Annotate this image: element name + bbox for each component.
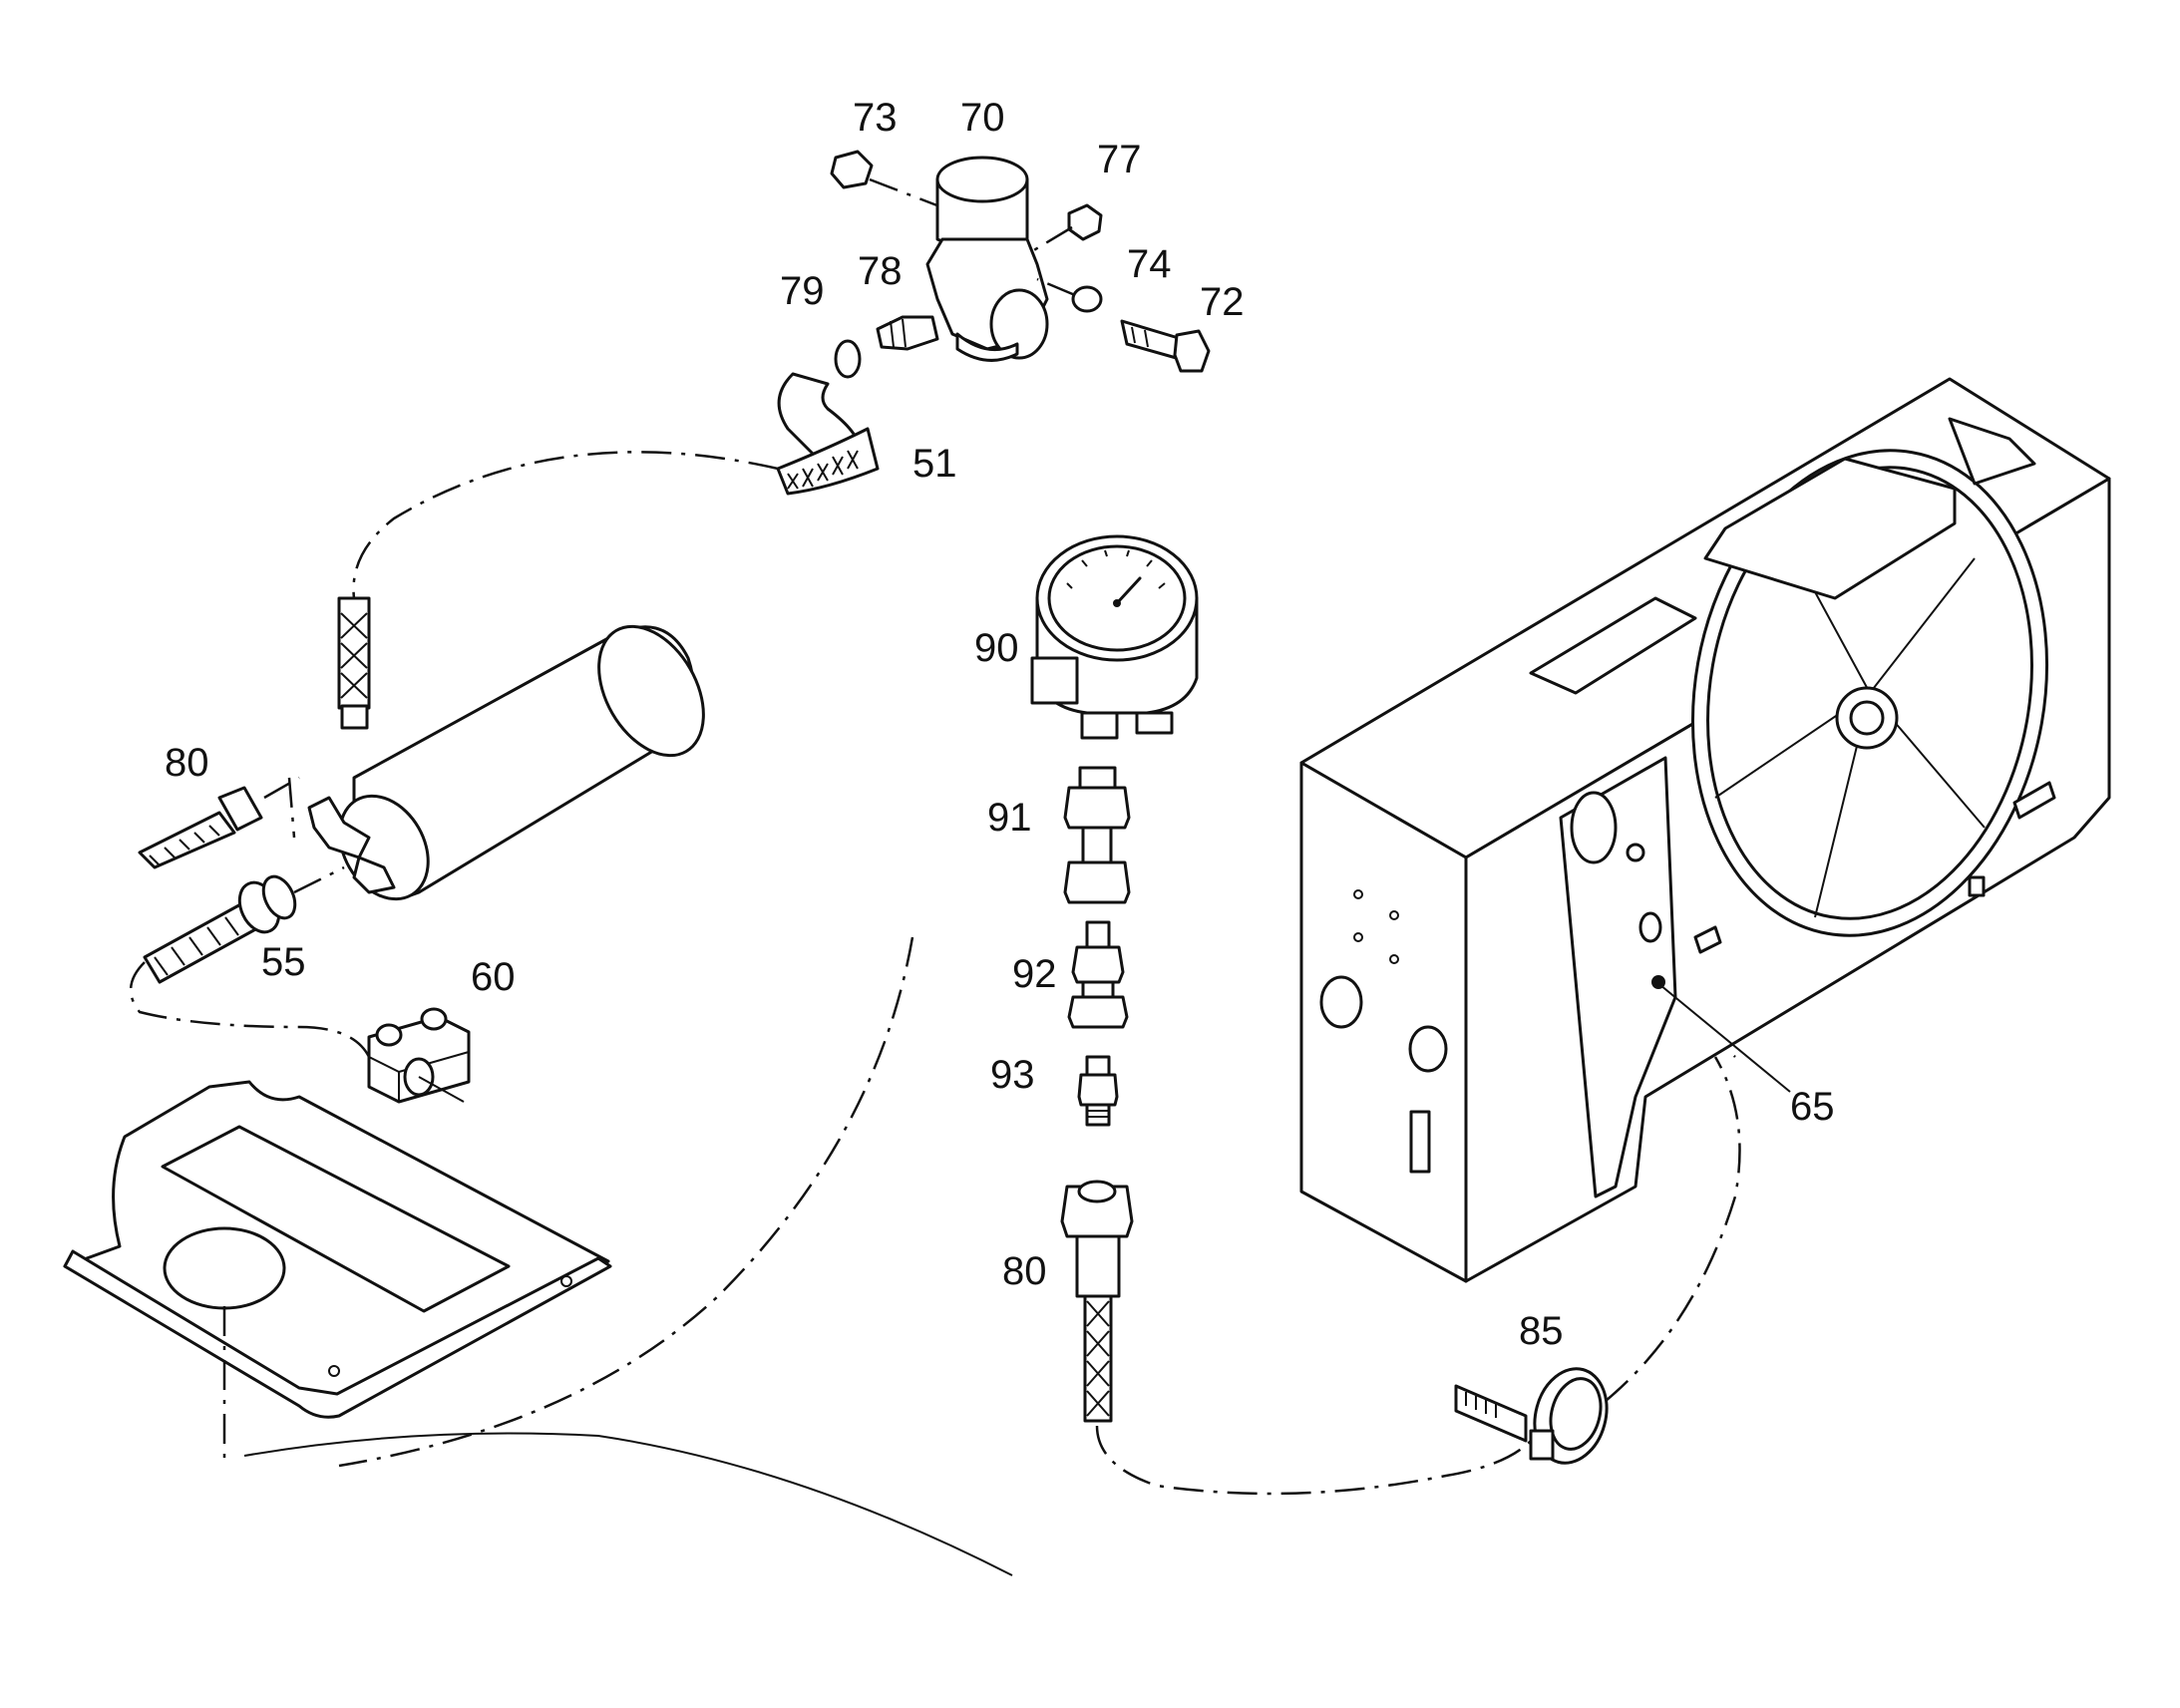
sensor-85 <box>1454 1367 1609 1465</box>
callout-80-left: 80 <box>165 741 209 785</box>
callout-80-center: 80 <box>1002 1249 1047 1293</box>
callout-92: 92 <box>1012 952 1057 996</box>
hose-51 <box>776 372 880 496</box>
fitting-93 <box>1077 1055 1119 1127</box>
hose-80-center <box>1060 1180 1134 1423</box>
callout-65: 65 <box>1790 1085 1835 1129</box>
break-line <box>243 1432 1013 1576</box>
base-plate <box>63 1080 612 1466</box>
valve-assembly-70 <box>830 150 1211 379</box>
fitting-91 <box>1063 766 1131 904</box>
callout-90: 90 <box>974 626 1019 670</box>
rotary-table-housing <box>1299 377 2111 1283</box>
callout-73: 73 <box>853 96 898 140</box>
callout-55: 55 <box>261 940 306 984</box>
connection-line <box>1095 1425 1532 1496</box>
callout-93: 93 <box>990 1053 1035 1097</box>
pressure-gauge-90 <box>1030 534 1199 740</box>
hose-80-left <box>138 776 300 869</box>
callout-60: 60 <box>471 955 516 999</box>
clamp-60 <box>367 1007 471 1104</box>
connection-line <box>338 936 914 1468</box>
leader-line-65 <box>1659 984 1791 1093</box>
callout-70: 70 <box>960 96 1005 140</box>
callout-77: 77 <box>1097 138 1142 181</box>
connection-line <box>352 451 779 599</box>
callout-72: 72 <box>1200 280 1245 324</box>
callout-85: 85 <box>1519 1309 1564 1353</box>
callout-91: 91 <box>987 796 1032 840</box>
fitting-92 <box>1067 920 1129 1029</box>
callout-79: 79 <box>780 269 825 313</box>
fitting-55 <box>143 865 345 984</box>
connection-line <box>1605 1056 1741 1402</box>
callout-78: 78 <box>858 249 903 293</box>
accumulator-cylinder <box>307 596 705 901</box>
callout-74: 74 <box>1127 242 1172 286</box>
callout-51: 51 <box>912 442 957 486</box>
